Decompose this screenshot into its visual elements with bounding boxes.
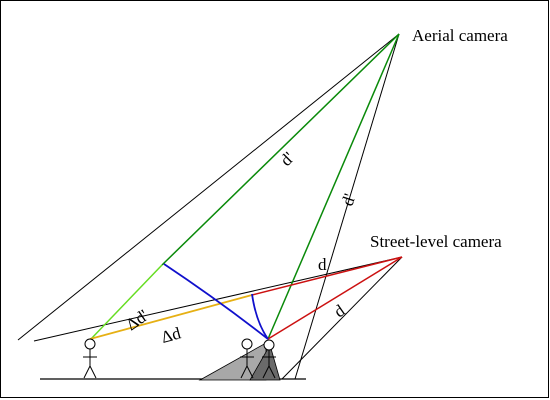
aerial-fov-right-line — [294, 33, 400, 380]
street-camera-label: Street-level camera — [370, 232, 502, 251]
aerial-distance-label-right: d' — [338, 191, 360, 208]
street-ray-to-far-person — [251, 256, 403, 296]
aerial-ray-delta-segment — [89, 264, 163, 341]
street-fov-lower-line — [281, 256, 403, 380]
aerial-ray-to-far-person — [161, 33, 400, 266]
near-person-figure — [262, 339, 276, 379]
aerial-distance-arc — [163, 263, 269, 340]
aerial-ray-to-near-person — [267, 33, 400, 340]
aerial-camera-label: Aerial camera — [412, 26, 508, 45]
aerial-distance-label-left: d' — [276, 148, 298, 170]
street-distance-arc — [251, 293, 269, 340]
middle-person-figure — [240, 338, 254, 379]
delta-d-prime-label: Δd' — [122, 306, 151, 334]
aerial-fov-left-line — [17, 33, 400, 341]
street-fov-upper-line — [33, 256, 403, 342]
delta-d-label: Δd — [159, 323, 183, 347]
far-person-figure — [83, 338, 97, 379]
street-ray-to-near-person — [267, 256, 403, 340]
street-distance-label-lower: d — [330, 301, 348, 322]
street-distance-label-upper: d — [318, 255, 327, 274]
street-ray-delta-segment — [89, 294, 253, 340]
shadow-wedge-dark — [249, 343, 281, 381]
